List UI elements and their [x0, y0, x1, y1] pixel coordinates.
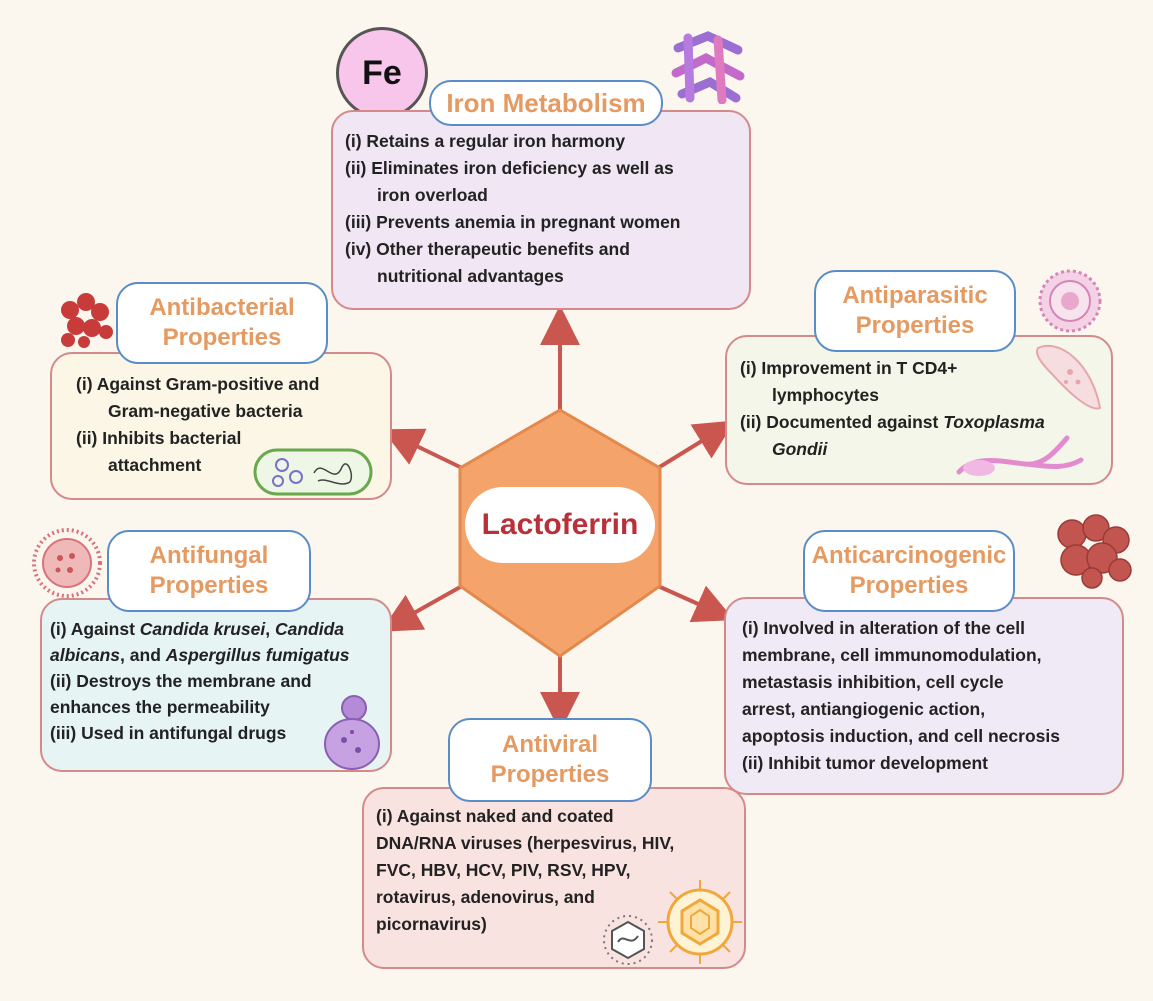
antiparasitic-list: (i) Improvement in T CD4+lymphocytes (ii… — [740, 355, 1110, 463]
center-label-pill — [465, 487, 655, 563]
list-item: (i) Retains a regular iron harmony — [345, 131, 626, 151]
antifungal-box — [40, 598, 392, 772]
list-item: apoptosis induction, and cell necrosis — [742, 726, 1060, 746]
anticarcinogenic-title-line1: Anticarcinogenic — [811, 542, 1007, 569]
antiviral-title: Antiviral Properties — [448, 718, 652, 802]
large-virus-icon — [658, 880, 742, 964]
iron-metabolism-list: (i) Retains a regular iron harmony (ii) … — [345, 128, 745, 290]
trypanosome-icon — [956, 435, 1084, 476]
list-item: (ii) Inhibit tumor development — [742, 753, 988, 773]
list-item: picornavirus) — [376, 914, 487, 934]
bacteria-cluster-icon — [61, 293, 113, 348]
fe-badge: Fe — [336, 27, 428, 119]
parasite-spore-icon — [1038, 269, 1102, 333]
anticarcinogenic-title-line2: Properties — [849, 572, 969, 599]
anticarcinogenic-text: (i) Involved in alteration of the cell m… — [742, 615, 1122, 777]
plasmodium-icon — [1036, 345, 1102, 410]
antifungal-title-line1: Antifungal — [149, 542, 269, 569]
list-item: membrane, cell immunomodulation, — [742, 645, 1042, 665]
antiparasitic-title: Antiparasitic Properties — [814, 270, 1016, 352]
bacterium-cell-icon — [253, 448, 373, 496]
center-label: Lactoferrin — [481, 508, 639, 541]
antibacterial-title-line2: Properties — [162, 324, 282, 351]
arrow-to-antibacterial — [381, 428, 463, 470]
antifungal-list: (i) Against Candida krusei, Candida albi… — [50, 616, 395, 746]
antiparasitic-title-line1: Antiparasitic — [842, 282, 988, 309]
list-item: rotavirus, adenovirus, and — [376, 887, 595, 907]
list-item: metastasis inhibition, cell cycle — [742, 672, 1004, 692]
iron-title-text: Iron Metabolism — [446, 87, 646, 118]
arrow-to-antiparasitic — [656, 420, 736, 470]
tumor-cells-icon — [1057, 514, 1132, 589]
iron-metabolism-title: Iron Metabolism — [429, 80, 663, 126]
arrow-to-anticarcinogenic — [657, 584, 735, 623]
arrow-to-antifungal — [380, 584, 463, 632]
antiparasitic-title-line2: Properties — [855, 312, 975, 339]
protein-structure-icon — [671, 31, 745, 104]
list-item: (i) Against Candida krusei, Candida albi… — [50, 619, 350, 665]
list-item: (i) Against naked and coated — [376, 806, 614, 826]
small-virus-icon — [603, 915, 653, 965]
anticarcinogenic-title: Anticarcinogenic Properties — [803, 530, 1015, 612]
list-item: (i) Improvement in T CD4+lymphocytes — [740, 358, 958, 405]
list-item: (iii) Used in antifungal drugs — [50, 723, 287, 743]
list-item: FVC, HBV, HCV, PIV, RSV, HPV, — [376, 860, 631, 880]
antifungal-title-line2: Properties — [149, 572, 269, 599]
anticarcinogenic-box — [724, 597, 1124, 795]
antibacterial-title: Antibacterial Properties — [116, 282, 328, 364]
fe-label: Fe — [362, 53, 402, 92]
antiviral-text: (i) Against naked and coated DNA/RNA vir… — [376, 803, 746, 938]
antifungal-title: Antifungal Properties — [107, 530, 311, 612]
fungal-spore-icon — [32, 528, 102, 598]
list-item: (ii) Eliminates iron deficiency as well … — [345, 158, 674, 205]
antiviral-title-line1: Antiviral — [501, 731, 599, 758]
yeast-cell-icon — [324, 695, 380, 770]
list-item: (iii) Prevents anemia in pregnant women — [345, 212, 681, 232]
list-item: DNA/RNA viruses (herpesvirus, HIV, — [376, 833, 675, 853]
list-item: (i) Involved in alteration of the cell — [742, 618, 1025, 638]
list-item: arrest, antiangiogenic action, — [742, 699, 986, 719]
antiviral-title-line2: Properties — [490, 761, 610, 788]
antibacterial-title-line1: Antibacterial — [149, 294, 295, 321]
